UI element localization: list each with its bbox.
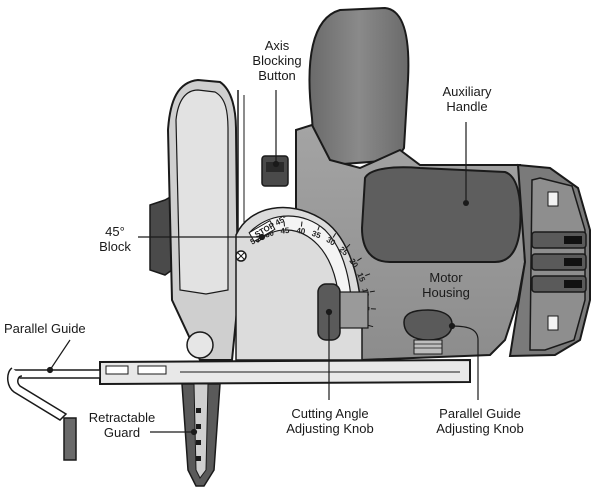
label-motor-housing: Motor Housing <box>418 270 474 300</box>
label-line: Retractable <box>86 410 158 425</box>
label-cutting-angle-knob: Cutting Angle Adjusting Knob <box>278 406 382 436</box>
label-line: Block <box>94 239 136 254</box>
main-handle <box>309 8 408 165</box>
label-line: Blocking <box>246 53 308 68</box>
label-line: Housing <box>418 285 474 300</box>
auxiliary-handle-marker <box>463 200 469 206</box>
axis-blocking-button <box>262 156 288 186</box>
bevel-scale-tick-label: 40 <box>296 226 306 236</box>
label-parallel-guide-knob: Parallel Guide Adjusting Knob <box>428 406 532 436</box>
label-45-block: 45° Block <box>94 224 136 254</box>
label-line: Auxiliary <box>434 84 500 99</box>
label-line: Adjusting Knob <box>278 421 382 436</box>
label-line: Adjusting Knob <box>428 421 532 436</box>
label-line: Guard <box>86 425 158 440</box>
label-parallel-guide: Parallel Guide <box>4 321 104 336</box>
retractable-guard <box>182 384 220 486</box>
base-plate <box>100 360 470 384</box>
label-line: Parallel Guide <box>4 321 104 336</box>
label-line: Motor <box>418 270 474 285</box>
label-line: Handle <box>434 99 500 114</box>
bevel-scale-tick <box>301 222 302 227</box>
label-line: Button <box>246 68 308 83</box>
label-line: 45° <box>94 224 136 239</box>
blade-round-knob <box>187 332 213 358</box>
auxiliary-handle-shape <box>362 167 520 262</box>
label-auxiliary-handle: Auxiliary Handle <box>434 84 500 114</box>
label-retractable-guard: Retractable Guard <box>86 410 158 440</box>
bevel-scale-tick-label: 45 <box>280 226 290 236</box>
label-line: Cutting Angle <box>278 406 382 421</box>
leader-parallel-guide <box>50 340 70 370</box>
label-line: Axis <box>246 38 308 53</box>
blade-guard-housing <box>150 80 244 360</box>
label-line: Parallel Guide <box>428 406 532 421</box>
label-axis-blocking-button: Axis Blocking Button <box>246 38 308 83</box>
